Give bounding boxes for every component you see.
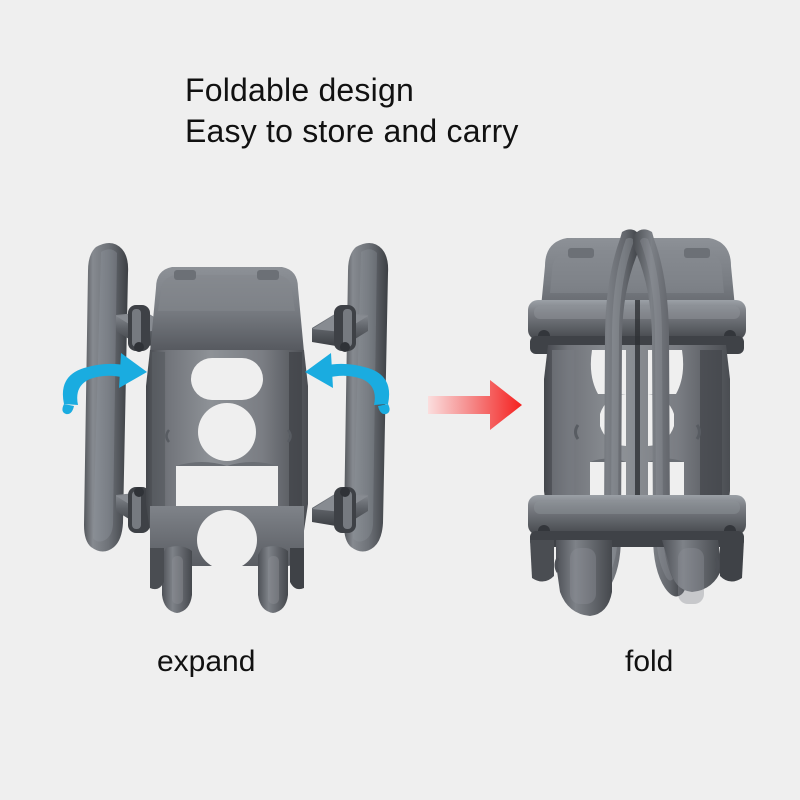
- hinge-bottom-right: [334, 487, 356, 533]
- foot-outer-right: [290, 548, 304, 590]
- hinge-top-left: [128, 305, 150, 352]
- transition-arrow-right-icon: [428, 380, 522, 430]
- headline-block: Foldable design Easy to store and carry: [185, 70, 745, 152]
- folded-body-chassis: [544, 345, 730, 538]
- folded-leg-left: [588, 229, 641, 597]
- body-chassis: [146, 350, 308, 544]
- hinge-bottom-left: [128, 487, 150, 533]
- leg-bar-right: [344, 242, 389, 552]
- headline-line-2: Easy to store and carry: [185, 113, 519, 149]
- arm-top-right: [312, 312, 368, 347]
- folded-body-top-shell: [539, 238, 737, 328]
- folded-lower-rail-shadow: [530, 531, 744, 547]
- headline-line-1: Foldable design: [185, 72, 414, 108]
- arm-bottom-left: [116, 492, 172, 527]
- folded-foot-outer-left: [530, 540, 554, 582]
- leg-bar-left: [84, 242, 129, 552]
- folded-lower-rail: [528, 495, 746, 537]
- arm-bottom-right: [312, 492, 368, 527]
- folded-upper-rail: [528, 300, 746, 342]
- folded-foot-outer-right: [720, 540, 744, 582]
- rotate-arrow-left-icon: [62, 353, 147, 415]
- body-top-shell: [150, 267, 304, 352]
- foot-outer-left: [150, 548, 164, 590]
- figure-expanded: [84, 242, 389, 613]
- caption-fold: fold: [625, 645, 674, 678]
- hinge-top-right: [334, 305, 356, 352]
- rotate-arrow-right-icon: [305, 353, 390, 415]
- folded-upper-rail-shadow: [530, 336, 744, 354]
- folded-centre-seam: [635, 300, 640, 540]
- foot-left: [162, 546, 192, 613]
- caption-expand: expand: [157, 645, 256, 678]
- figure-folded: [528, 229, 746, 616]
- foot-right: [258, 546, 288, 613]
- folded-foot-right: [662, 540, 722, 604]
- body-lower-plate: [150, 506, 304, 570]
- folded-leg-right: [633, 229, 686, 597]
- folded-foot-left: [554, 540, 612, 616]
- arm-top-left: [116, 312, 172, 347]
